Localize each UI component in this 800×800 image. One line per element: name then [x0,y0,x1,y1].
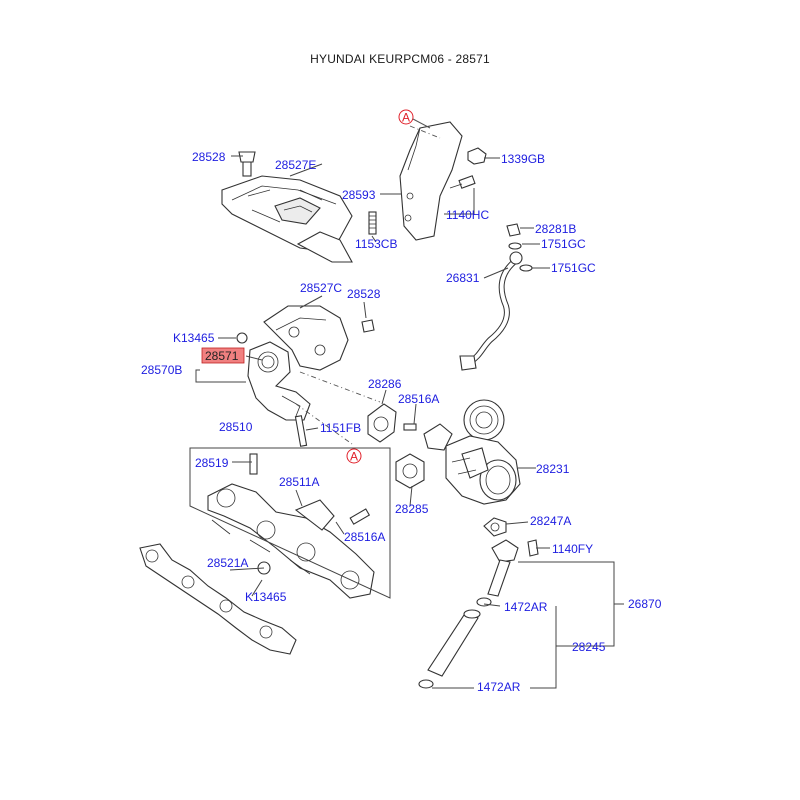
diagram-title: HYUNDAI KEURPCM06 - 28571 [310,52,490,66]
part-label-28528[interactable]: 28528 [192,150,226,164]
part-label-1472AR[interactable]: 1472AR [504,600,548,614]
part-label-28247A[interactable]: 28247A [530,514,571,528]
part-label-1140HC[interactable]: 1140HC [446,208,489,222]
reference-marker-a-bottom: A [346,448,362,464]
drain-pipe [476,539,539,607]
part-label-1151FB[interactable]: 1151FB [320,421,361,435]
group-bracket-28570B [195,369,246,383]
manifold-gasket [139,543,297,655]
part-label-26831[interactable]: 26831 [446,271,480,285]
part-label-28527E[interactable]: 28527E [275,158,316,172]
part-label-28510[interactable]: 28510 [219,420,253,434]
part-label-28521A[interactable]: 28521A [207,556,248,570]
part-label-28285[interactable]: 28285 [395,502,429,516]
heat-shield-upper [221,151,353,263]
part-label-28570B[interactable]: 28570B [141,363,182,377]
stud-1151FB [294,415,308,447]
part-label-28286[interactable]: 28286 [368,377,402,391]
exhaust-outlet [247,341,311,421]
gasket-28286 [367,403,397,443]
bracket [399,121,487,241]
part-label-28511A[interactable]: 28511A [279,475,319,489]
assembly-line [409,125,441,139]
reference-marker-a-top: A [398,109,431,129]
part-label-K13465[interactable]: K13465 [173,331,215,345]
part-label-28593[interactable]: 28593 [342,188,376,202]
part-label-K13465[interactable]: K13465 [245,590,287,604]
part-label-1140FY[interactable]: 1140FY [552,542,593,556]
leader-lines [218,155,624,689]
part-label-1472AR[interactable]: 1472AR [477,680,521,694]
stud-28516A [403,423,417,431]
exhaust-manifold [207,453,375,599]
heat-shield-lower [236,305,375,371]
turbocharger [423,399,521,505]
part-label-28516A[interactable]: 28516A [398,392,439,406]
highlighted-part-box [201,347,245,364]
part-label-28231[interactable]: 28231 [536,462,570,476]
part-label-1153CB[interactable]: 1153CB [355,237,397,251]
part-label-28571[interactable]: 28571 [205,349,239,363]
group-bracket-28510 [189,447,391,599]
svg-text:A: A [350,450,358,464]
part-label-28281B[interactable]: 28281B [535,222,576,236]
gasket-28247A [483,517,507,537]
part-label-1751GC[interactable]: 1751GC [541,237,586,251]
svg-text:A: A [402,111,410,125]
oil-pipe [459,223,533,371]
part-label-28516A[interactable]: 28516A [344,530,385,544]
part-label-28245[interactable]: 28245 [572,640,606,654]
part-label-1339GB[interactable]: 1339GB [501,152,545,166]
part-label-28527C[interactable]: 28527C [300,281,342,295]
part-label-1751GC[interactable]: 1751GC [551,261,596,275]
assembly-line [299,371,381,403]
hose-28245 [418,609,481,689]
stud-1153CB [368,211,377,235]
part-labels[interactable]: 28528 28527E 1339GB 28593 1140HC 1153CB … [141,150,662,694]
part-label-28519[interactable]: 28519 [195,456,229,470]
part-label-26870[interactable]: 26870 [628,597,662,611]
gasket-28285 [395,453,425,489]
part-label-28528[interactable]: 28528 [347,287,381,301]
